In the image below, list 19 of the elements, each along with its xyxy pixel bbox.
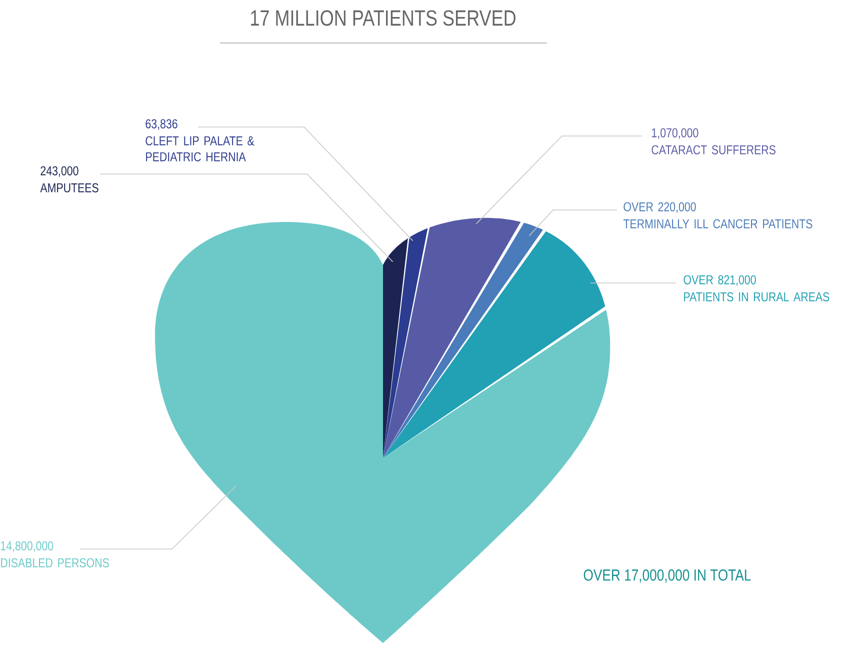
leader-line (100, 174, 394, 262)
value-label: 63,836 CLEFT LIP PALATE & PEDIATRIC HERNIA (146, 119, 254, 162)
leader-line (590, 282, 676, 284)
title: 17 MILLION PATIENTS SERVED (251, 10, 516, 26)
value-label: OVER 821,000 PATIENTS IN RURAL AREAS (684, 275, 830, 302)
leader-line (198, 126, 414, 242)
leader-line (528, 210, 618, 236)
leader-line (476, 136, 642, 224)
heart-wedge (383, 231, 606, 458)
heart-wedge (383, 228, 428, 458)
leader-line (80, 486, 236, 550)
heart-wedge (383, 218, 521, 458)
value-label: 1,070,000 CATARACT SUFFERERS (652, 128, 776, 154)
value-label: OVER 220,000 TERMINALLY ILL CANCER PATIENTS (623, 202, 812, 228)
value-label: 243,000 AMPUTEES (40, 166, 98, 192)
value-label: 14,800,000 DISABLED PERSONS (1, 541, 109, 568)
total-label: OVER 17,000,000 IN TOTAL (584, 569, 751, 583)
heart-wedge (383, 238, 408, 458)
heart-wedge (383, 222, 543, 458)
